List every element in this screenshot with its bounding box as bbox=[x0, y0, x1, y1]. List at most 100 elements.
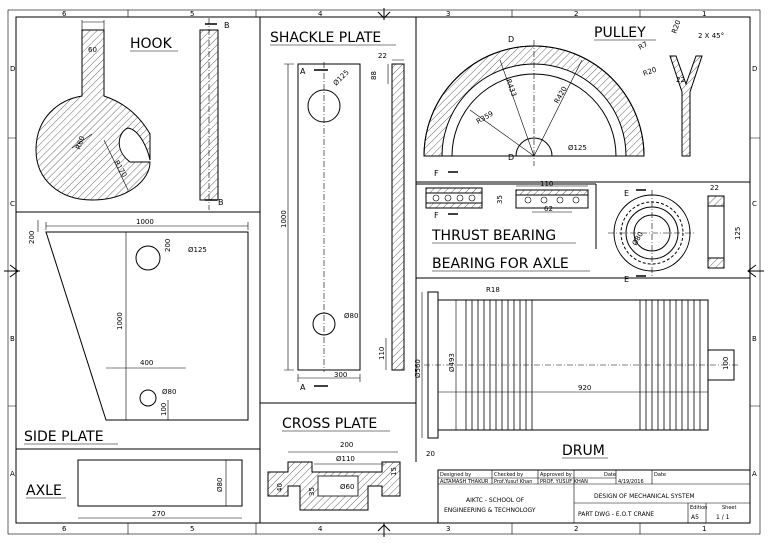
bottom-col-label: 2 bbox=[574, 525, 578, 533]
pulley-dim: R20 bbox=[670, 19, 682, 35]
tb-header: Designed by bbox=[440, 472, 471, 478]
hook-view: HOOK 60 R60 R170 B B bbox=[35, 18, 230, 210]
axle-title: AXLE bbox=[26, 483, 62, 499]
drum-dim: 100 bbox=[722, 357, 730, 370]
thrust-dim: F bbox=[434, 169, 439, 178]
right-row-label: D bbox=[752, 65, 757, 73]
zone-labels: 6 5 4 3 2 1 6 5 4 3 2 1 D C B A D C B A bbox=[4, 8, 764, 537]
panel-dividers bbox=[16, 17, 750, 523]
tb-header: Date bbox=[604, 472, 616, 478]
pulley-dim: R7 bbox=[637, 40, 649, 52]
top-col-label: 5 bbox=[190, 10, 194, 18]
pulley-dim: D bbox=[508, 153, 514, 162]
tb-sheet-label: Sheet bbox=[722, 505, 736, 511]
section-letter: B bbox=[218, 198, 224, 207]
pulley-dim: 2 X 45° bbox=[698, 32, 724, 40]
shackle-dim: 110 bbox=[378, 347, 386, 360]
pulley-dim: R359 bbox=[475, 110, 495, 126]
tb-header: Date bbox=[654, 472, 666, 478]
cross-dim: 40 bbox=[276, 483, 284, 492]
side-plate-view: SIDE PLATE 1000 200 200 Ø125 1000 400 Ø8… bbox=[24, 218, 249, 445]
bearing-dim: E bbox=[624, 275, 629, 284]
shackle-dim: 300 bbox=[334, 371, 347, 379]
side-dim: 200 bbox=[164, 239, 172, 252]
top-col-label: 3 bbox=[446, 10, 450, 18]
thrust-title: THRUST BEARING bbox=[431, 228, 556, 244]
pulley-dim: R420 bbox=[553, 85, 569, 105]
side-dim: 400 bbox=[140, 359, 153, 367]
tb-checked-by: Prof.Yusuf Khan bbox=[494, 479, 532, 485]
pulley-dim: R20 bbox=[642, 66, 658, 78]
pulley-dim: Ø125 bbox=[568, 144, 587, 152]
outer-border bbox=[7, 9, 761, 535]
right-row-label: C bbox=[752, 200, 757, 208]
side-dim: 200 bbox=[28, 231, 36, 244]
shackle-side-section bbox=[391, 63, 405, 371]
shackle-dim: Ø125 bbox=[332, 68, 351, 87]
axle-view: AXLE Ø80 270 bbox=[26, 459, 243, 519]
centre-mark-bottom bbox=[377, 523, 391, 537]
tb-sheet: 1 / 1 bbox=[716, 514, 730, 521]
shackle-plate-view: SHACKLE PLATE A A Ø125 Ø80 1000 300 88 2… bbox=[270, 30, 405, 392]
hook-title: HOOK bbox=[130, 36, 173, 52]
section-letter: B bbox=[224, 21, 230, 30]
drum-dim: Ø493 bbox=[448, 353, 456, 372]
bottom-col-label: 3 bbox=[446, 525, 450, 533]
pulley-section bbox=[669, 55, 703, 157]
cross-dim: 200 bbox=[340, 441, 353, 449]
bearing-dim: 125 bbox=[734, 227, 742, 240]
side-dim: 100 bbox=[160, 403, 168, 416]
tb-school-line2: ENGINEERING & TECHNOLOGY bbox=[444, 507, 536, 514]
bearing-axle-view: BEARING FOR AXLE E E Ø80 22 125 bbox=[432, 184, 742, 284]
side-hole-bottom bbox=[139, 389, 157, 407]
drum-dim: 920 bbox=[578, 384, 591, 392]
cross-dim: 35 bbox=[308, 487, 316, 496]
drum-dim: 20 bbox=[426, 450, 435, 458]
side-dim: Ø80 bbox=[162, 388, 176, 396]
bearing-axle-title: BEARING FOR AXLE bbox=[432, 256, 569, 272]
thrust-dim: 110 bbox=[540, 180, 553, 188]
shackle-plate-outline bbox=[297, 63, 361, 371]
side-dim: 1000 bbox=[116, 312, 124, 330]
cross-plate-view: CROSS PLATE 200 Ø110 40 35 Ø60 15 bbox=[267, 416, 401, 511]
side-hole-top bbox=[135, 245, 161, 271]
bearing-section bbox=[707, 195, 725, 269]
axle-outline bbox=[77, 459, 243, 507]
bottom-col-label: 6 bbox=[62, 525, 67, 533]
tb-school-line1: AIKTC - SCHOOL OF bbox=[466, 497, 525, 504]
top-col-label: 6 bbox=[62, 10, 67, 18]
bottom-col-label: 1 bbox=[702, 525, 706, 533]
pulley-view: PULLEY D D R433 R420 R359 Ø125 R7 R20 R2… bbox=[423, 19, 724, 166]
bearing-dim: 22 bbox=[710, 184, 719, 192]
right-row-label: B bbox=[752, 335, 757, 343]
side-plate-outline bbox=[45, 231, 249, 421]
tb-designed-by: ALTAMASH THAKUR bbox=[440, 479, 489, 485]
top-col-label: 2 bbox=[574, 10, 578, 18]
hook-body bbox=[35, 29, 151, 201]
pulley-dim: 22 bbox=[676, 76, 685, 84]
section-letter: A bbox=[300, 67, 306, 76]
cross-dim: Ø110 bbox=[336, 455, 355, 463]
centre-mark-right bbox=[747, 264, 764, 278]
shackle-dim: 88 bbox=[370, 71, 378, 80]
shackle-title: SHACKLE PLATE bbox=[270, 30, 381, 46]
top-col-label: 4 bbox=[318, 10, 323, 18]
shackle-dim: 1000 bbox=[280, 210, 288, 228]
section-letter: A bbox=[300, 383, 306, 392]
left-row-label: D bbox=[10, 65, 15, 73]
cross-dim: 15 bbox=[390, 467, 398, 476]
left-row-label: B bbox=[10, 335, 15, 343]
tb-date: 4/19/2016 bbox=[618, 479, 644, 485]
left-row-label: C bbox=[10, 200, 15, 208]
pulley-title: PULLEY bbox=[594, 25, 646, 41]
tb-part: PART DWG - E.O.T CRANE bbox=[578, 511, 654, 518]
tb-edition: A5 bbox=[691, 514, 699, 521]
thrust-dim: F bbox=[434, 211, 439, 220]
thrust-bearing-view: THRUST BEARING F F 35 110 62 bbox=[425, 169, 589, 244]
right-row-label: A bbox=[752, 470, 757, 478]
title-block: Designed by Checked by Approved by Date … bbox=[437, 469, 751, 524]
left-row-label: A bbox=[10, 470, 15, 478]
centre-mark-left bbox=[4, 264, 20, 278]
bottom-col-label: 4 bbox=[318, 525, 323, 533]
